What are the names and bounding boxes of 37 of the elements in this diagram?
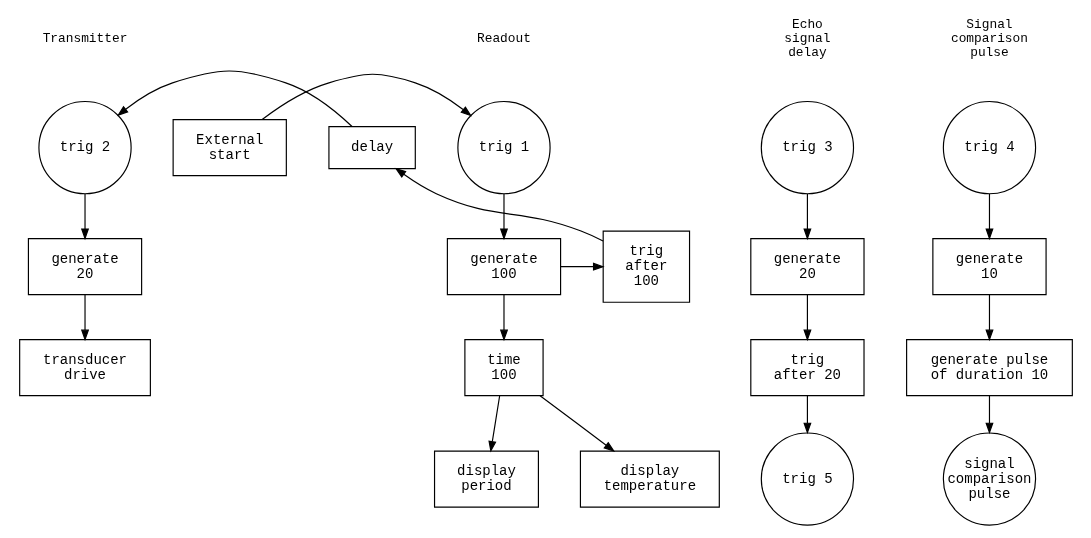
node-box: generate 100: [446, 238, 561, 296]
arrow: [802, 294, 811, 342]
node-box: time 100: [463, 339, 544, 397]
label: Echo signal delay: [783, 16, 831, 60]
node-box: display temperature: [579, 450, 720, 508]
node-box: delay: [327, 126, 416, 170]
arrow: [499, 193, 508, 241]
arrow: [499, 294, 508, 342]
node-box: generate 10: [931, 238, 1047, 296]
arrow: [487, 395, 500, 453]
node-box: trig after 100: [602, 230, 690, 303]
arrow: [802, 395, 811, 435]
node-circle: signal comparison pulse: [942, 432, 1036, 526]
node-box: trig after 20: [749, 339, 865, 397]
node-box: External start: [172, 119, 287, 177]
node-circle: trig 4: [942, 100, 1036, 195]
arrow: [984, 294, 994, 342]
node-circle: trig 3: [760, 100, 854, 195]
node-box: generate 20: [27, 238, 142, 296]
arrow: [261, 73, 472, 121]
arrow: [394, 167, 604, 242]
label: Transmitter: [42, 30, 127, 46]
arrow: [984, 193, 994, 241]
node-box: generate 20: [749, 238, 865, 296]
node-box: generate pulse of duration 10: [905, 339, 1073, 397]
arrow: [984, 395, 994, 435]
arrow: [802, 193, 811, 241]
node-box: transducer drive: [18, 339, 151, 397]
label: Signal comparison pulse: [950, 16, 1028, 60]
node-box: display period: [433, 450, 539, 508]
arrow: [559, 262, 605, 271]
label: Readout: [476, 30, 531, 46]
arrow: [116, 70, 353, 128]
node-circle: trig 5: [760, 432, 854, 526]
arrow: [80, 193, 89, 241]
arrow: [80, 294, 89, 342]
arrow: [538, 395, 615, 452]
